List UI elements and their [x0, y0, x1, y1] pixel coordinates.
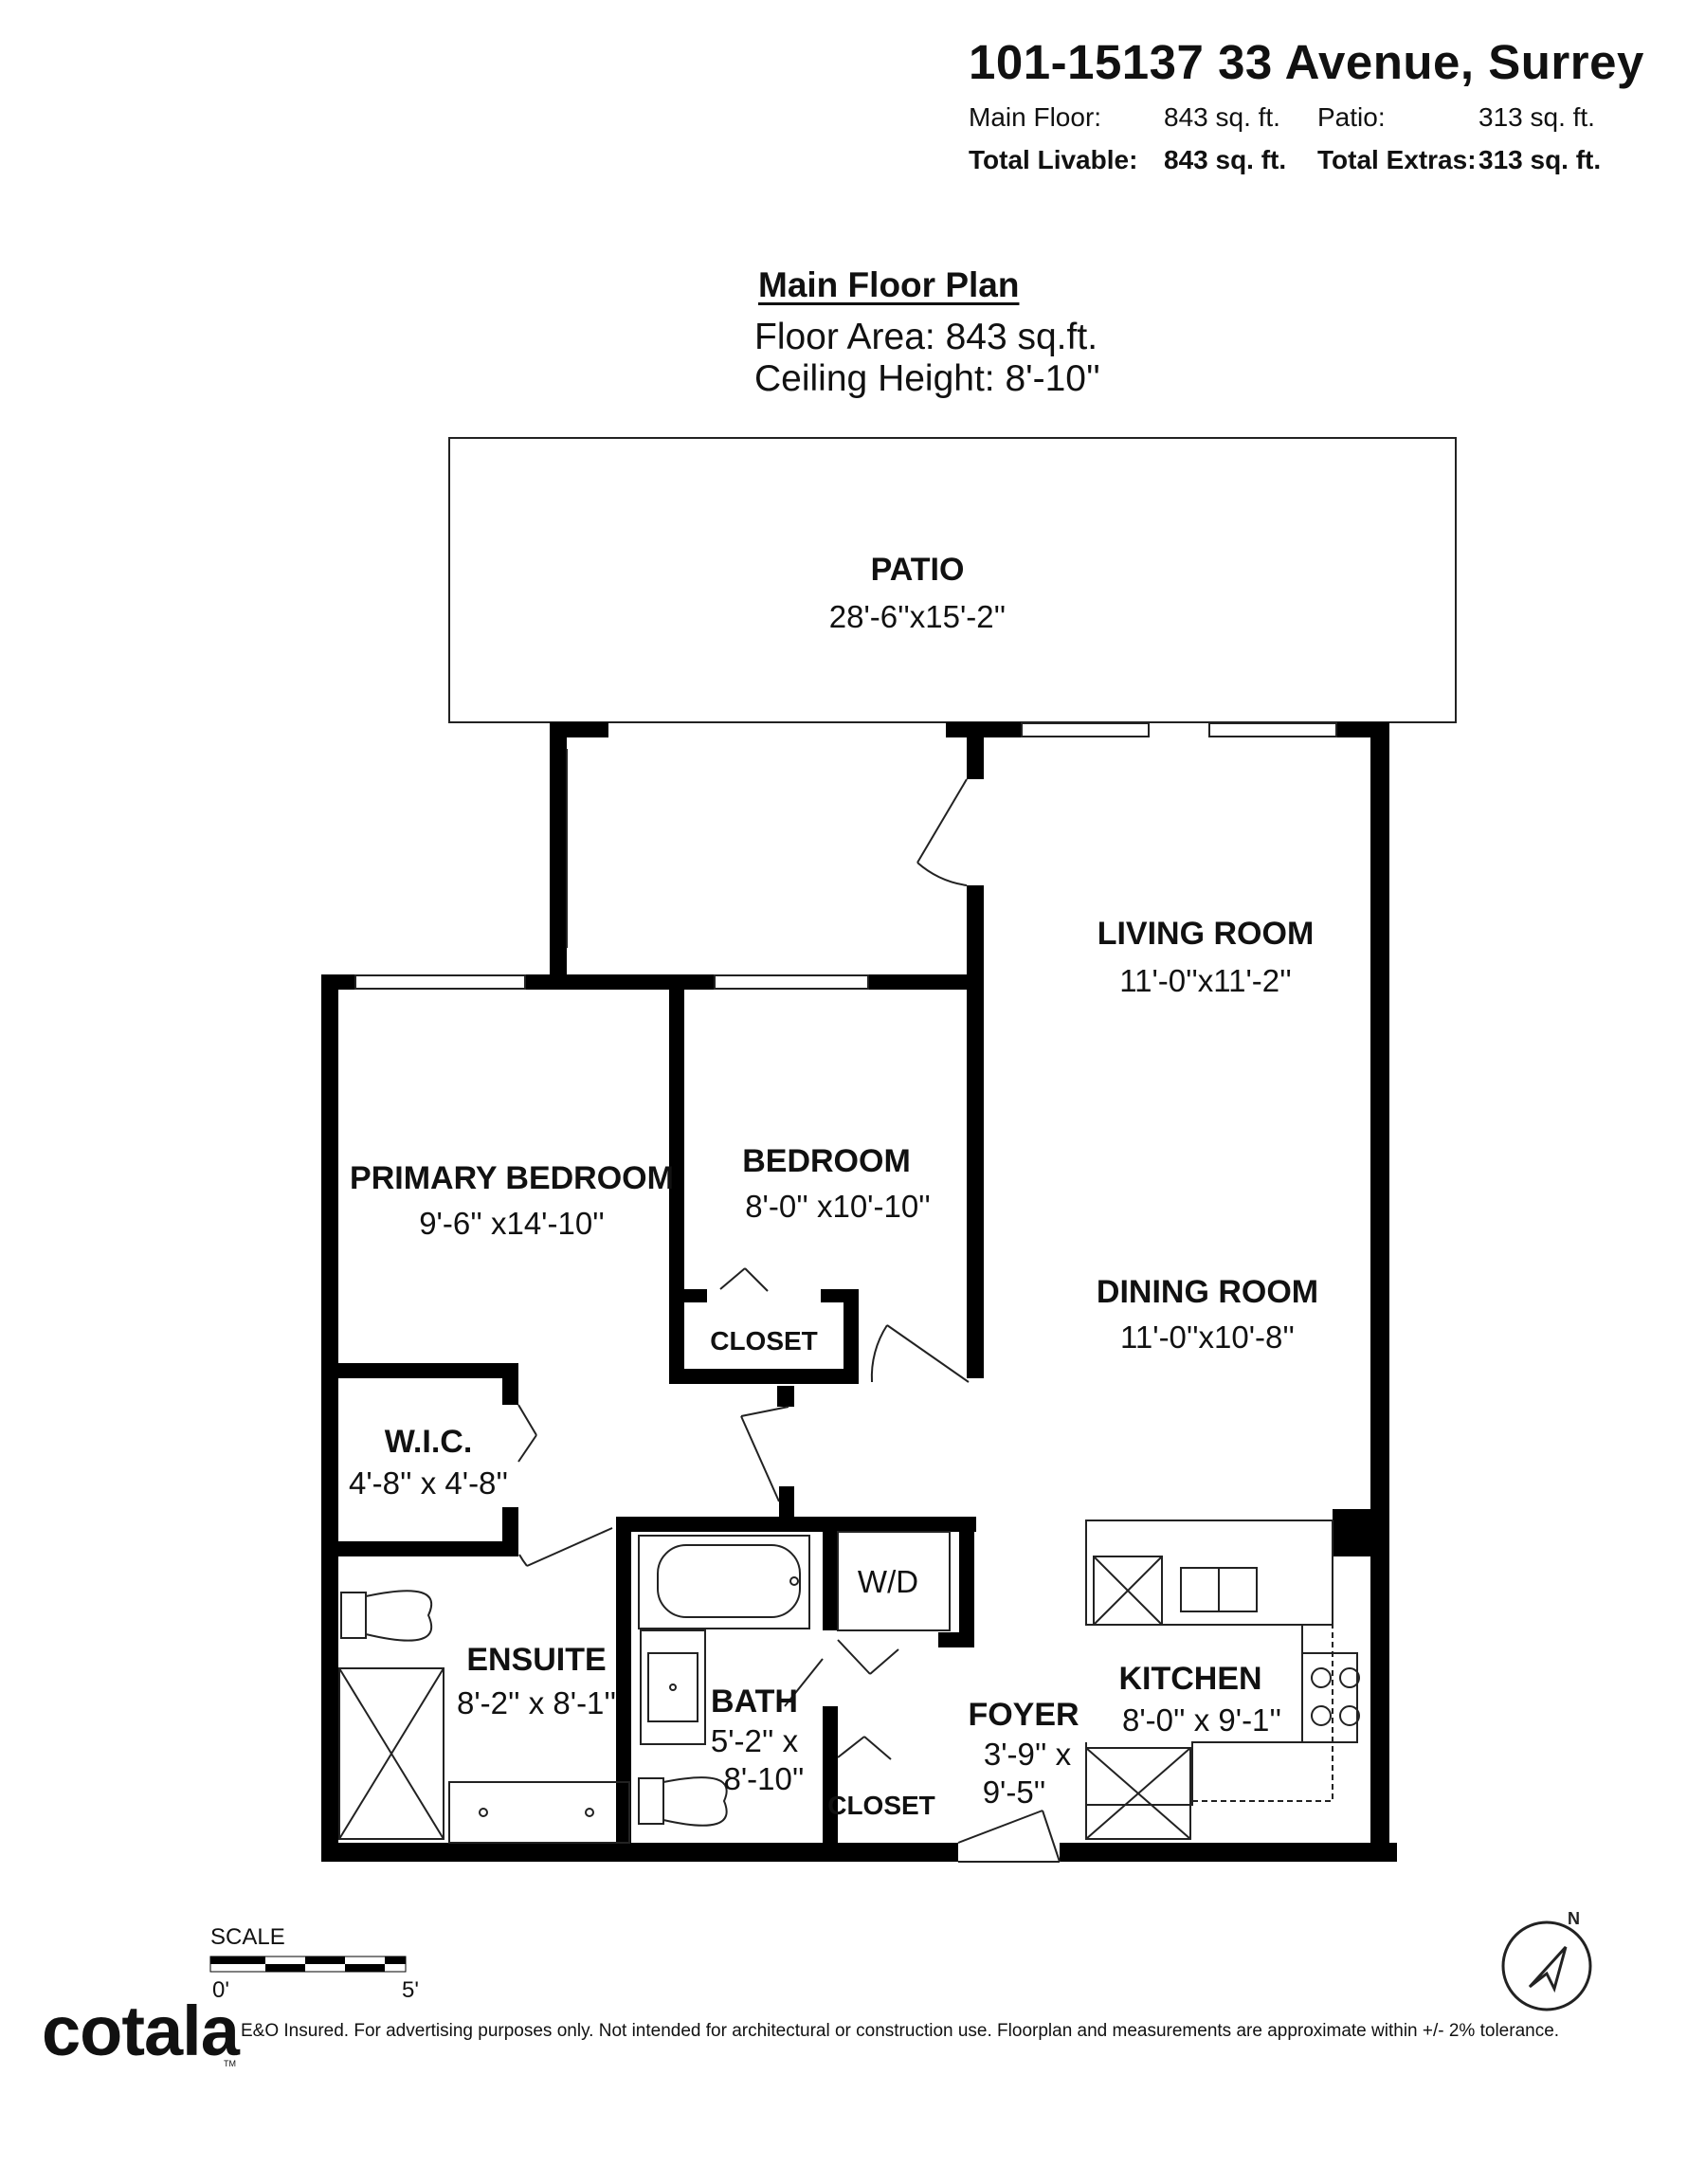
- living-room-name: LIVING ROOM: [1097, 916, 1315, 952]
- north-arrow-icon: N: [1501, 1909, 1592, 2011]
- main-floor-label: Main Floor:: [969, 102, 1102, 132]
- floor-area: Floor Area: 843 sq.ft.: [754, 317, 1098, 357]
- total-livable-value: 843 sq. ft.: [1164, 145, 1287, 174]
- bath-dims-2: 8'-10'': [724, 1761, 805, 1796]
- foyer-closet-name: CLOSET: [827, 1791, 935, 1820]
- total-extras-label: Total Extras:: [1317, 145, 1477, 174]
- washer-dryer: [837, 1531, 951, 1631]
- scale-label: SCALE: [210, 1924, 285, 1950]
- primary-bedroom-name: PRIMARY BEDROOM: [350, 1160, 674, 1196]
- kitchen-dims: 8'-0'' x 9'-1'': [1122, 1702, 1281, 1738]
- total-livable-label: Total Livable:: [969, 145, 1138, 174]
- bath-dims-1: 5'-2'' x: [711, 1723, 799, 1758]
- dining-room-name: DINING ROOM: [1097, 1274, 1318, 1310]
- scale-end: 5': [402, 1977, 419, 2003]
- bath-name: BATH: [711, 1684, 798, 1720]
- disclaimer: E&O Insured. For advertising purposes on…: [241, 2021, 1560, 2041]
- living-room-dims: 11'-0''x11'-2'': [1119, 963, 1292, 998]
- patio-label: Patio:: [1317, 102, 1386, 132]
- patio-value: 313 sq. ft.: [1478, 102, 1595, 132]
- windows: [354, 722, 1337, 990]
- ensuite-dims: 8'-2'' x 8'-1'': [457, 1685, 616, 1720]
- cotala-logo: cotala: [42, 1992, 240, 2070]
- property-address: 101-15137 33 Avenue, Surrey: [969, 35, 1644, 89]
- scale-start: 0': [212, 1977, 229, 2003]
- doors: [517, 749, 1061, 1863]
- ensuite-name: ENSUITE: [466, 1642, 606, 1678]
- wd-label: W/D: [858, 1564, 918, 1599]
- svg-text:N: N: [1568, 1909, 1580, 1928]
- plan-title: Main Floor Plan: [758, 265, 1020, 304]
- bedroom-name: BEDROOM: [742, 1143, 911, 1179]
- bedroom-closet-name: CLOSET: [710, 1326, 818, 1356]
- foyer-dims-2: 9'-5'': [983, 1774, 1046, 1810]
- dining-room-dims: 11'-0''x10'-8'': [1120, 1320, 1295, 1355]
- bedroom-dims: 8'-0'' x10'-10'': [745, 1189, 931, 1224]
- foyer-name: FOYER: [968, 1697, 1079, 1733]
- total-extras-value: 313 sq. ft.: [1478, 145, 1602, 174]
- kitchen-name: KITCHEN: [1118, 1661, 1261, 1697]
- primary-bedroom-dims: 9'-6'' x14'-10'': [419, 1206, 605, 1241]
- scale-bar: [209, 1956, 407, 1973]
- patio-dims: 28'-6''x15'-2'': [829, 599, 1006, 634]
- wic-dims: 4'-8'' x 4'-8'': [349, 1465, 508, 1501]
- main-floor-value: 843 sq. ft.: [1164, 102, 1280, 132]
- logo-tm: TM: [224, 2059, 236, 2068]
- wic-name: W.I.C.: [385, 1424, 473, 1460]
- foyer-dims-1: 3'-9'' x: [984, 1737, 1072, 1772]
- bath-fixtures: [638, 1535, 810, 1827]
- ceiling-height: Ceiling Height: 8'-10'': [754, 358, 1100, 399]
- walls: [321, 722, 1397, 1862]
- kitchen-fixtures: [1085, 1520, 1360, 1840]
- patio-name: PATIO: [871, 552, 965, 588]
- ensuite-fixtures: [338, 1590, 630, 1844]
